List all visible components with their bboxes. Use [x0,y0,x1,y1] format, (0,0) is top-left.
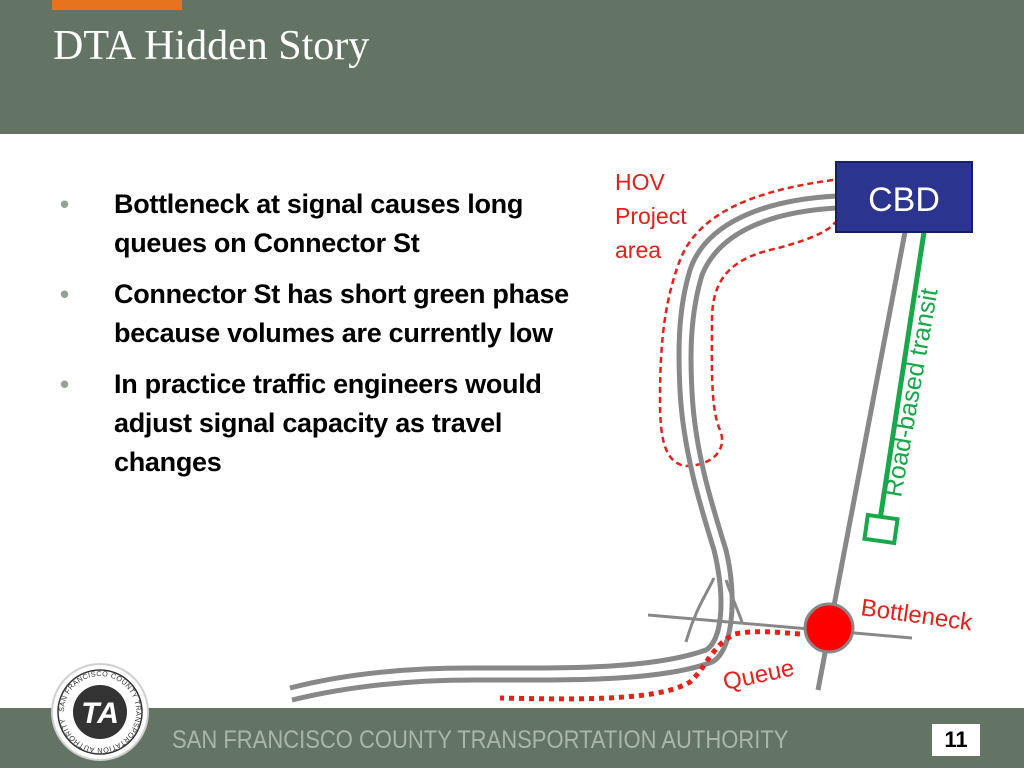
transit-stop [862,512,900,546]
bullet-glyph: • [60,189,69,219]
logo-inner-ring [57,669,143,755]
bullet-text: Connector St has short green phase becau… [114,279,569,348]
logo-center-disc [73,685,127,739]
bullet-glyph: • [60,369,69,399]
page-number: 11 [932,724,980,756]
organization-name: SAN FRANCISCO COUNTY TRANSPORTATION AUTH… [172,726,789,754]
bullet-glyph: • [60,279,69,309]
sfcta-logo: SAN FRANCISCO COUNTY TRANSPORTATION AUTH… [51,663,149,761]
bullet-item: • Bottleneck at signal causes long queues… [60,185,600,263]
bottleneck-label: Bottleneck [859,594,975,636]
slide-title: DTA Hidden Story [53,23,370,69]
cbd-label: CBD [868,181,940,219]
freeway-lower [291,205,838,703]
ramp-right [724,579,744,623]
accent-bar [52,0,182,10]
bottleneck-signal [803,602,855,654]
ramp-left [684,577,716,643]
bullet-text: Bottleneck at signal causes long queues … [114,189,524,258]
bullet-text: In practice traffic engineers would adju… [114,369,542,477]
connector-street [647,613,913,640]
queue-line [499,629,801,702]
cbd-box [835,161,973,233]
slide-header: DTA Hidden Story [0,0,1024,134]
bullet-item: • Connector St has short green phase beca… [60,275,600,353]
network-diagram: CBD HOV Project area Road-based transit … [289,161,975,703]
bullet-item: • In practice traffic engineers would adj… [60,365,600,482]
transit-line [877,231,927,521]
bullet-list: • Bottleneck at signal causes long queues… [60,185,600,494]
freeway-upper [289,193,838,691]
hov-label-line-1: HOV [615,169,666,195]
queue-label: Queue [721,654,797,695]
logo-mark: TA [81,697,119,730]
hov-label-line-2: Project [615,203,687,229]
slide-footer: SAN FRANCISCO COUNTY TRANSPORTATION AUTH… [0,708,1024,768]
hov-label-line-3: area [615,237,661,263]
